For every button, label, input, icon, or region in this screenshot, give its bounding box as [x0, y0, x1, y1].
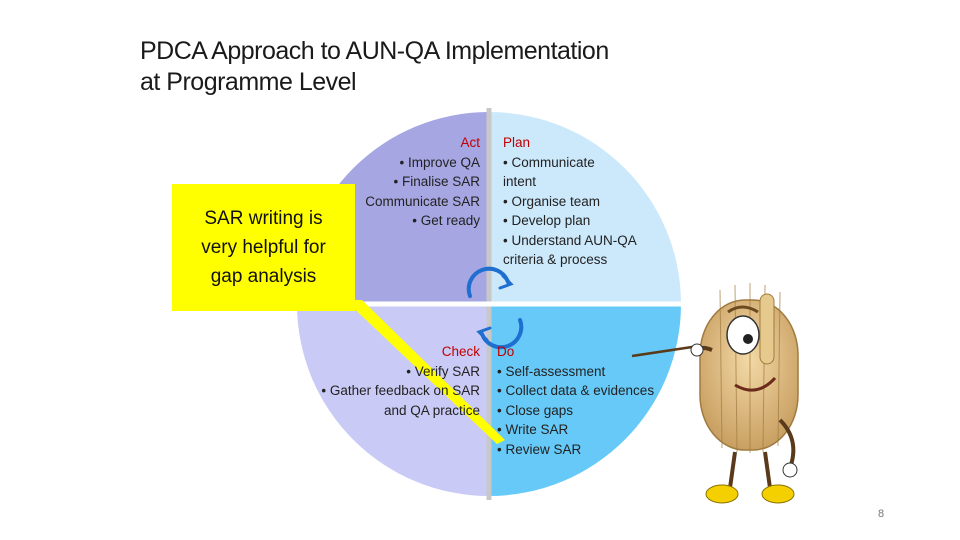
- plan-item: • Understand AUN-QA: [503, 232, 637, 248]
- act-item: • Get ready: [412, 213, 480, 228]
- cycle-arrow-icon: [466, 266, 524, 350]
- act-item: Communicate SAR: [365, 193, 480, 209]
- plan-text: Plan • Communicate intent • Organise tea…: [503, 133, 673, 270]
- plan-item: criteria & process: [503, 252, 608, 267]
- act-item: • Finalise SAR: [393, 174, 480, 189]
- plan-heading: Plan: [503, 135, 531, 150]
- plan-item: • Communicate: [503, 154, 595, 170]
- do-item: • Write SAR: [497, 422, 569, 437]
- act-text: Act • Improve QA • Finalise SAR Communic…: [330, 133, 480, 231]
- act-heading: Act: [460, 135, 480, 150]
- do-heading: Do: [497, 344, 515, 359]
- brush-mascot-icon: [631, 283, 799, 504]
- plan-item: • Organise team: [503, 193, 601, 209]
- do-item: • Collect data & evidences: [497, 383, 655, 398]
- callout-line: very helpful for: [201, 237, 326, 258]
- plan-item: intent: [503, 174, 537, 189]
- page-number: 8: [878, 508, 885, 520]
- act-item: • Improve QA: [399, 154, 481, 170]
- do-item: • Close gaps: [497, 402, 574, 418]
- callout-line: SAR writing is: [204, 208, 323, 229]
- do-text: Do • Self-assessment • Collect data & ev…: [497, 342, 677, 459]
- callout-pointer: [345, 300, 505, 444]
- check-item: • Gather feedback on SAR: [321, 383, 480, 398]
- check-text: Check • Verify SAR • Gather feedback on …: [300, 342, 480, 420]
- check-item: and QA practice: [383, 402, 480, 418]
- plan-item: • Develop plan: [503, 213, 591, 228]
- do-quadrant: [489, 304, 681, 496]
- plan-quadrant: [489, 112, 681, 304]
- title-line-1: PDCA Approach to AUN-QA Implementation: [140, 37, 609, 65]
- do-item: • Review SAR: [497, 441, 582, 457]
- sar-callout: SAR writing is very helpful for gap anal…: [172, 184, 355, 311]
- slide-title: PDCA Approach to AUN-QA Implementation a…: [140, 36, 760, 98]
- title-line-2: at Programme Level: [140, 68, 357, 96]
- callout-line: gap analysis: [210, 266, 317, 287]
- check-item: • Verify SAR: [406, 363, 480, 379]
- do-item: • Self-assessment: [497, 363, 606, 379]
- check-heading: Check: [441, 344, 480, 359]
- check-quadrant: [297, 304, 489, 496]
